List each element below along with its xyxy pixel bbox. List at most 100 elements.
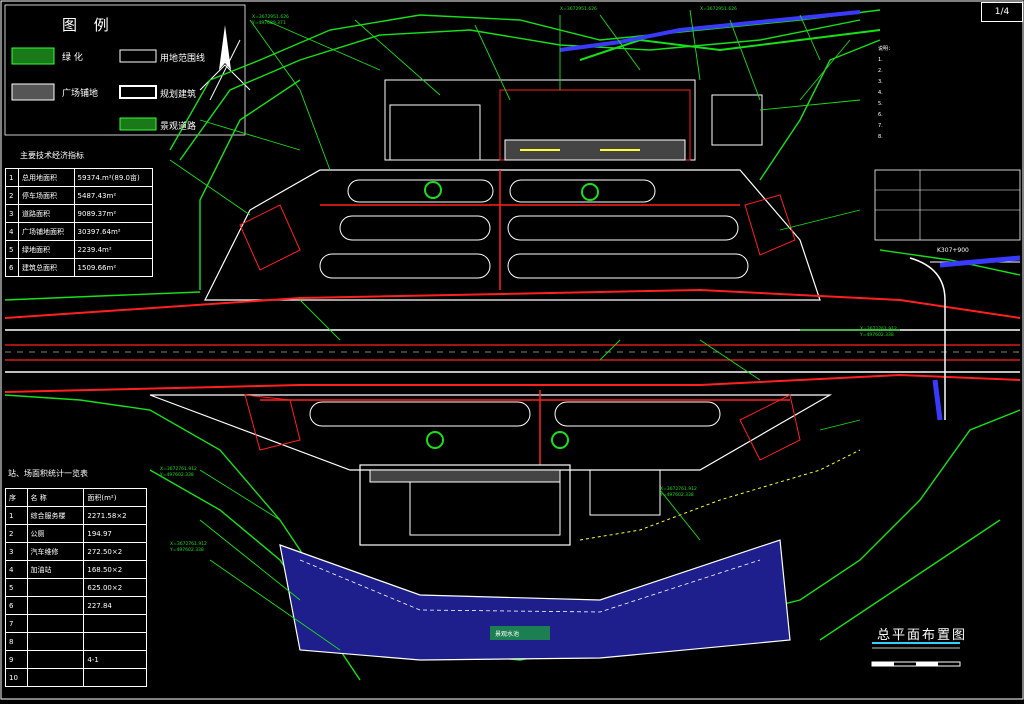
coord-label-7y: Y=497602.338 — [659, 492, 694, 498]
legend-label-building: 规划建筑 — [160, 90, 197, 100]
cell: 4-1 — [83, 650, 147, 669]
cell: 2 — [5, 186, 19, 205]
river-right-lower — [932, 379, 943, 421]
cell — [26, 650, 85, 669]
cell: 道路面积 — [18, 204, 75, 223]
cell — [83, 632, 147, 651]
cell: 30397.64m² — [73, 222, 154, 241]
legend-swatch-boundary — [119, 49, 157, 63]
note-line: 1. — [878, 57, 883, 63]
cell: 10 — [5, 668, 28, 687]
cell: 广场铺地面积 — [18, 222, 75, 241]
cell: 5 — [5, 240, 19, 259]
note-line: 4. — [878, 90, 883, 96]
note-line: 3. — [878, 79, 883, 85]
cell: 3 — [5, 204, 19, 223]
cell: 168.50×2 — [83, 560, 147, 579]
note-line: 2. — [878, 68, 883, 74]
coord-label-4: X=3672761.912 — [860, 326, 897, 332]
cell: 公厕 — [26, 524, 85, 543]
legend-swatch-road — [119, 117, 157, 131]
cell — [83, 668, 147, 687]
legend-box — [4, 4, 246, 136]
cell: 4 — [5, 560, 28, 579]
cell: 加油站 — [26, 560, 85, 579]
header-cell: 面积(m²) — [83, 488, 147, 507]
header-cell: 名 称 — [26, 488, 85, 507]
coordinate-leaders — [169, 9, 900, 651]
cell: 272.50×2 — [83, 542, 147, 561]
coord-label-5: X=3672761.912 — [160, 466, 197, 472]
legend-swatch-plaza — [11, 83, 55, 101]
cell: 6 — [5, 258, 19, 277]
cell: 3 — [5, 542, 28, 561]
top-green-edge — [579, 29, 881, 61]
cell: 4 — [5, 222, 19, 241]
cell — [26, 578, 85, 597]
right-detail-table — [874, 169, 1021, 241]
coord-label-6: X=3672761.912 — [170, 541, 207, 547]
cell: 绿地面积 — [18, 240, 75, 259]
cell: 227.84 — [83, 596, 147, 615]
note-line: 7. — [878, 123, 883, 129]
drawing-title: 总平面布置图 — [877, 628, 968, 643]
legend-swatch-building — [119, 85, 157, 99]
legend-label-boundary: 用地范围线 — [160, 54, 206, 64]
river-top — [559, 10, 861, 52]
coord-label-5y: Y=497602.338 — [159, 472, 194, 478]
coord-label-7: X=3672761.912 — [660, 486, 697, 492]
cell — [26, 614, 85, 633]
scale-bar — [871, 661, 961, 667]
cell: 总用地面积 — [18, 168, 75, 187]
river-right — [939, 255, 1021, 268]
cell: 194.97 — [83, 524, 147, 543]
coord-label-1: X=3672951.626 — [252, 14, 289, 20]
main-table-title: 主要技术经济指标 — [20, 151, 84, 160]
cell: 综合服务楼 — [26, 506, 85, 525]
cell: 5487.43m² — [73, 186, 154, 205]
coord-label-3: X=3672951.626 — [700, 6, 737, 12]
cell: 2239.4m² — [73, 240, 154, 259]
cell: 8 — [5, 632, 28, 651]
cell: 2271.58×2 — [83, 506, 147, 525]
landscape-pond — [279, 539, 791, 661]
legend-label-plaza: 广场铺地 — [62, 89, 99, 99]
cell: 7 — [5, 614, 28, 633]
cell — [83, 614, 147, 633]
coord-label-4y: Y=497602.338 — [859, 332, 894, 338]
coord-label-1y: Y=497689.371 — [251, 20, 286, 26]
cell: 59374.m²(89.0亩) — [73, 168, 154, 187]
coord-label-2: X=3672951.626 — [560, 6, 597, 12]
note-line: 8. — [878, 134, 883, 140]
note-line: 说明： — [878, 46, 894, 52]
highway — [4, 257, 1021, 420]
chainage-label: K307+900 — [937, 247, 969, 254]
upper-service-area — [204, 79, 821, 301]
legend-label-greenbelt: 绿 化 — [62, 53, 83, 63]
legend-label-road: 景观道路 — [160, 122, 197, 132]
note-line: 5. — [878, 101, 883, 107]
cell: 625.00×2 — [83, 578, 147, 597]
cell — [26, 596, 85, 615]
cell: 9089.37m² — [73, 204, 154, 223]
cell: 5 — [5, 578, 28, 597]
hill-contours — [4, 9, 1021, 681]
cell — [26, 668, 85, 687]
cell: 1 — [5, 168, 19, 187]
cell — [26, 632, 85, 651]
coordinate-labels: X=3672951.626 Y=497689.371 X=3672951.626… — [159, 6, 897, 553]
table-row: 6 227.84 — [5, 596, 147, 615]
cell: 6 — [5, 596, 28, 615]
table-header-row: 序名 称面积(m²) — [5, 488, 147, 507]
